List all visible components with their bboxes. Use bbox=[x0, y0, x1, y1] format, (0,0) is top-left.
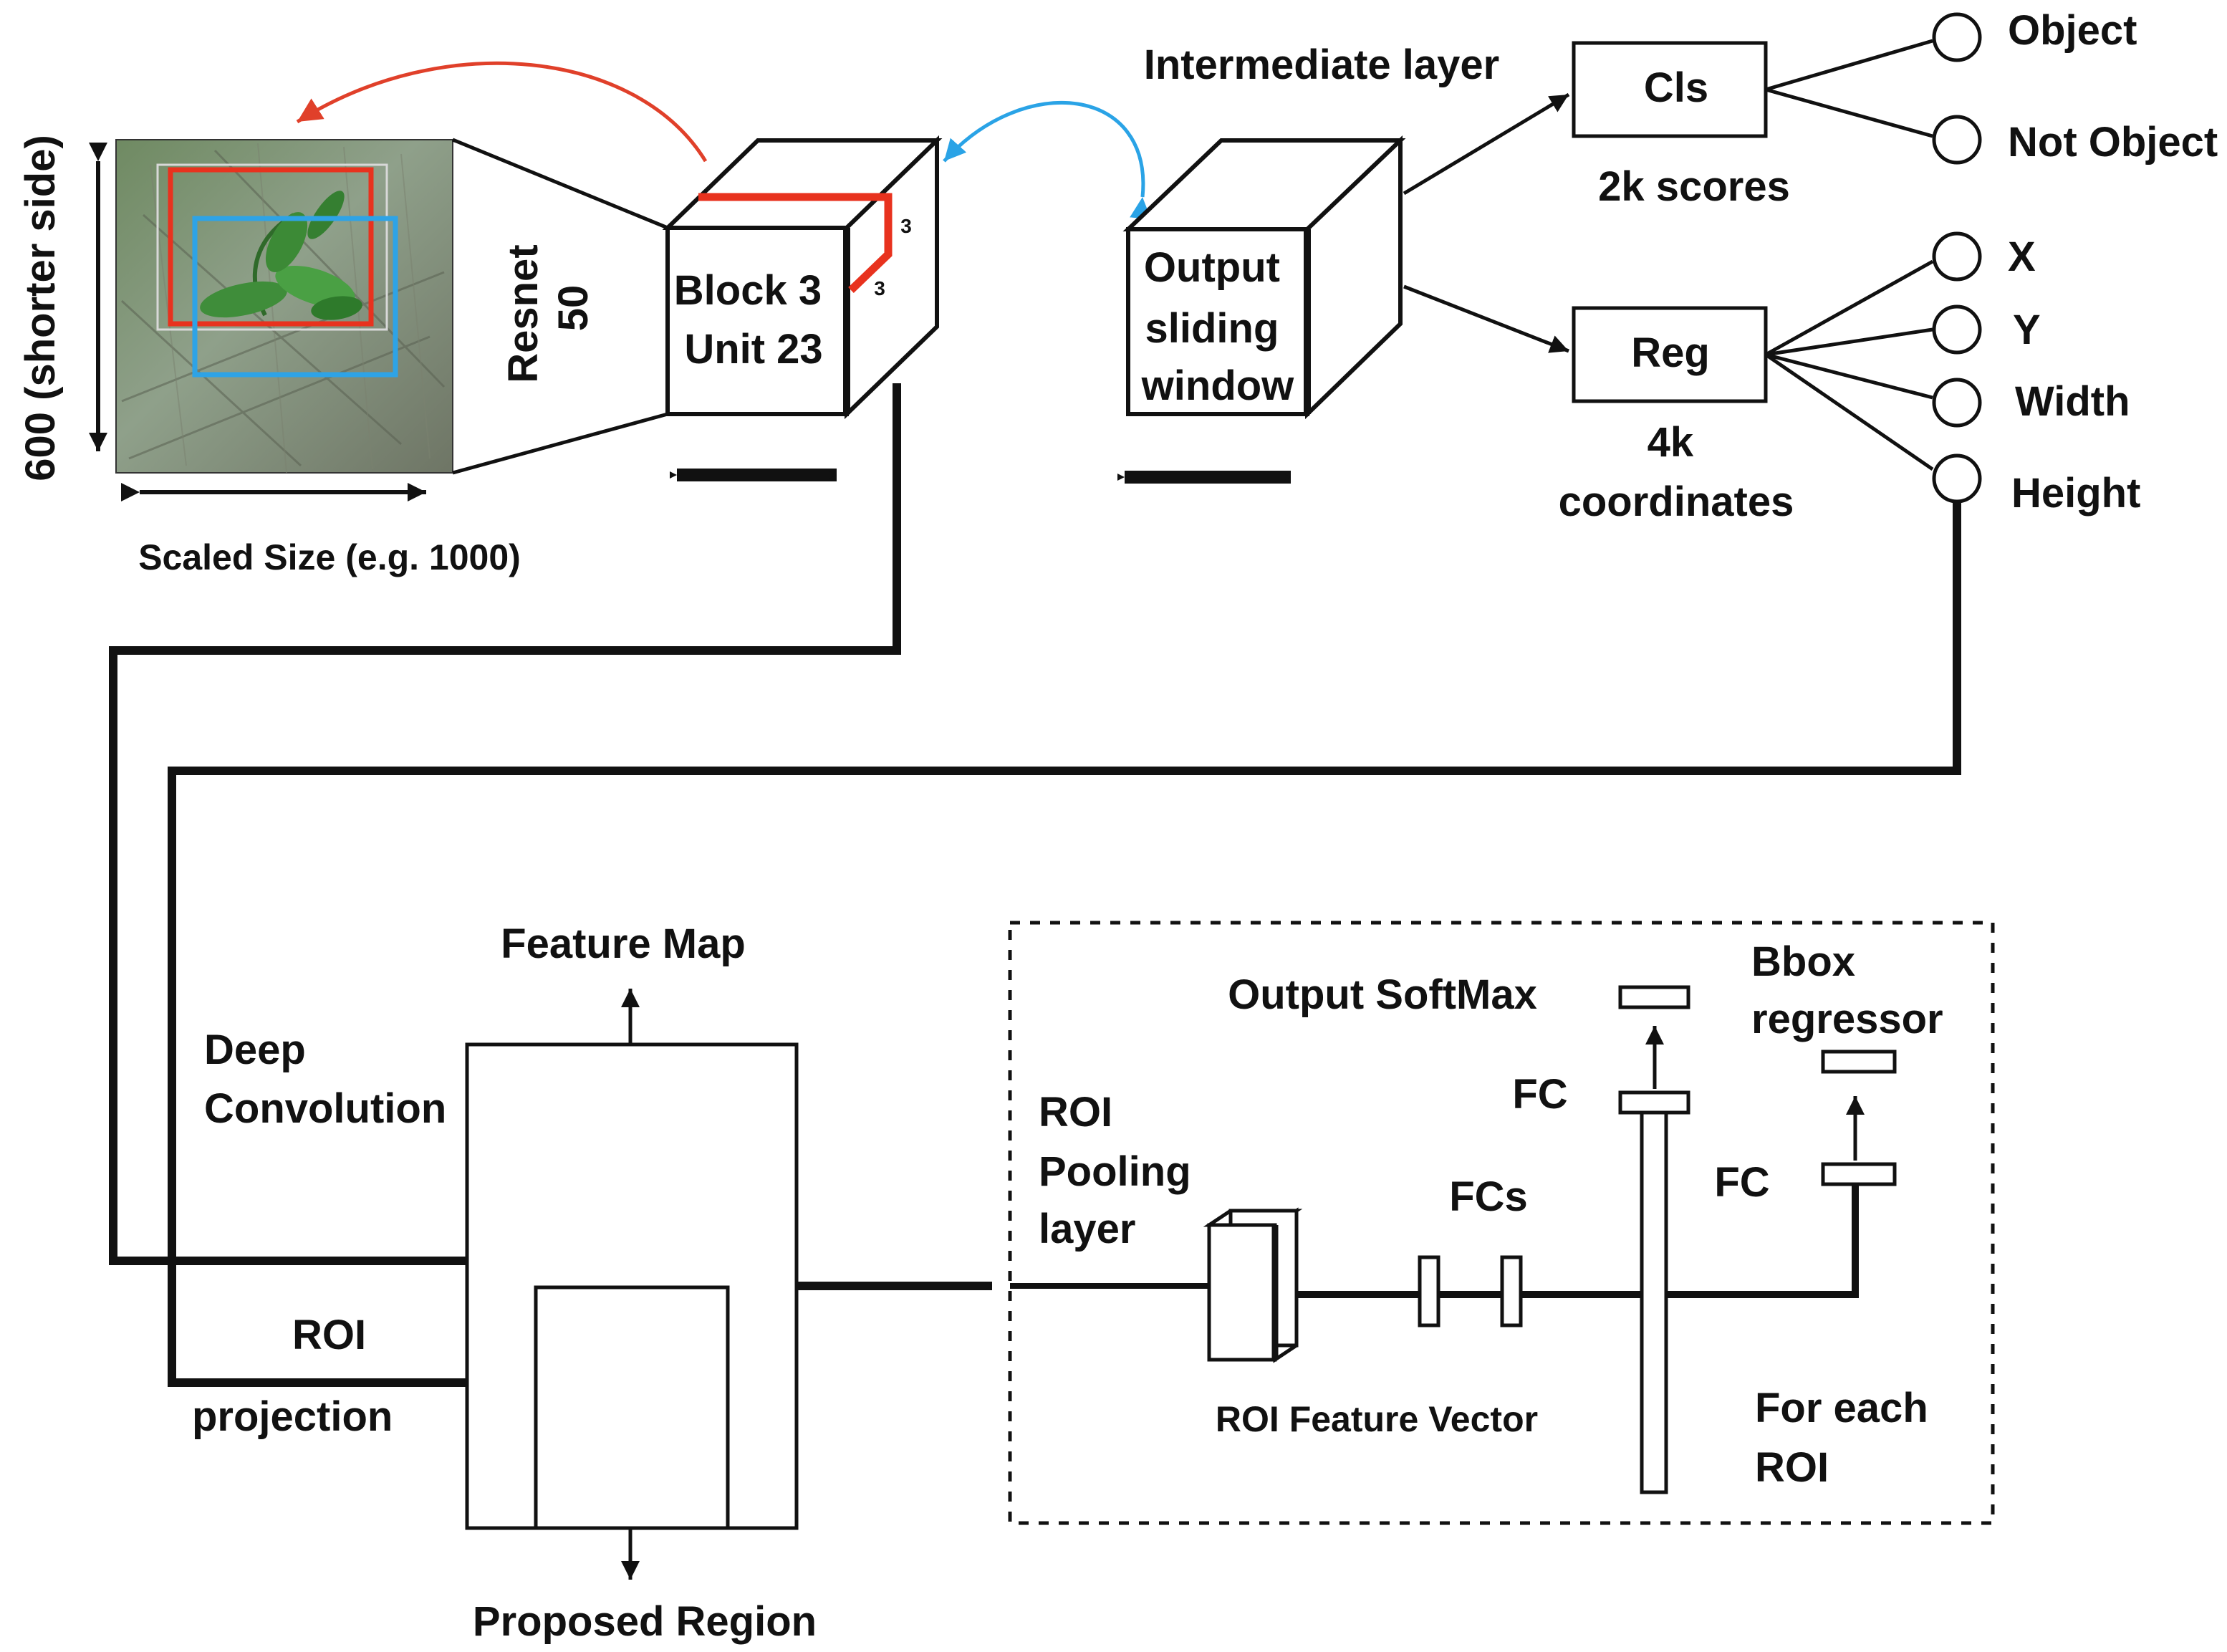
reg-coordinates-label: 4k coordinates bbox=[1559, 419, 1794, 525]
not-object-node bbox=[1932, 115, 1982, 165]
reg-box bbox=[1572, 306, 1768, 403]
x-node bbox=[1932, 231, 1982, 282]
head-trunk-line bbox=[1297, 1182, 1859, 1298]
plant-icon bbox=[200, 191, 362, 320]
output-window-label: Output sliding window bbox=[1141, 244, 1295, 409]
cube-dim-b: 3 bbox=[874, 277, 885, 299]
softmax-output bbox=[1618, 985, 1690, 1009]
resnet-trapezoid bbox=[452, 138, 668, 475]
red-roi-box bbox=[168, 167, 374, 327]
kernel-highlight bbox=[698, 193, 893, 293]
bbox-regressor-label: Bbox regressor bbox=[1751, 938, 1943, 1042]
blue-sliding-arc bbox=[943, 100, 1152, 220]
shorter-side-label: 600 (shorter side) bbox=[17, 135, 64, 481]
for-each-roi-label: For each ROI bbox=[1755, 1385, 1940, 1491]
arrow-to-cls bbox=[1403, 92, 1570, 196]
cube-dim-a: 3 bbox=[900, 215, 912, 237]
fast-rcnn-head-region bbox=[1008, 921, 1995, 1525]
fc-tall-bar bbox=[1640, 1110, 1668, 1494]
projection-label: projection bbox=[192, 1393, 393, 1440]
block3-cube: 3 3 Block 3 Unit 23 bbox=[662, 135, 943, 420]
fc-right-cap bbox=[1821, 1162, 1897, 1186]
roi-feature-vector-label: ROI Feature Vector bbox=[1216, 1399, 1538, 1439]
block-label: Block 3 Unit 23 bbox=[674, 267, 833, 373]
object-node bbox=[1932, 12, 1982, 62]
intermediate-layer-label: Intermediate layer bbox=[1144, 42, 1499, 88]
scaled-size-label: Scaled Size (e.g. 1000) bbox=[138, 537, 521, 577]
cls-label: Cls bbox=[1644, 64, 1708, 111]
fc-top-cap bbox=[1618, 1090, 1690, 1115]
feature-map-label: Feature Map bbox=[501, 921, 746, 967]
height-label: Height bbox=[2011, 470, 2140, 517]
roi-connector bbox=[168, 501, 1961, 1387]
fcs-label: FCs bbox=[1449, 1173, 1528, 1220]
arrow-to-reg bbox=[1403, 284, 1569, 353]
cls-scores-label: 2k scores bbox=[1598, 163, 1790, 210]
sliding-window-cube: Output sliding window bbox=[1122, 135, 1406, 420]
roi-feature-cube bbox=[1203, 1207, 1303, 1363]
width-node bbox=[1932, 378, 1982, 428]
red-feedback-arc bbox=[296, 61, 708, 163]
proposed-region-label: Proposed Region bbox=[473, 1598, 817, 1645]
blue-roi-box bbox=[192, 216, 398, 378]
roi-pooling-label: ROI Pooling layer bbox=[1039, 1089, 1203, 1252]
reg-label: Reg bbox=[1631, 330, 1710, 376]
fc-right-label: FC bbox=[1714, 1159, 1769, 1206]
width-label: Width bbox=[2015, 378, 2130, 425]
cls-box bbox=[1572, 41, 1768, 138]
deep-conv-label: Deep Convolution bbox=[204, 1027, 446, 1132]
y-node bbox=[1932, 304, 1982, 355]
roi-label: ROI bbox=[292, 1312, 366, 1358]
resnet-label: Resnet 50 bbox=[500, 233, 597, 383]
fc-top-label: FC bbox=[1512, 1071, 1567, 1118]
fcs-layer-2 bbox=[1500, 1255, 1523, 1327]
reg-output-lines bbox=[1764, 259, 1934, 471]
height-node bbox=[1932, 453, 1982, 504]
object-label: Object bbox=[2008, 7, 2137, 54]
cls-output-lines bbox=[1765, 39, 1933, 138]
bbox-output bbox=[1821, 1050, 1897, 1074]
output-softmax-label: Output SoftMax bbox=[1228, 971, 1537, 1018]
x-label: X bbox=[2008, 234, 2036, 280]
feature-connector bbox=[109, 383, 901, 1265]
input-image bbox=[115, 139, 453, 474]
fcs-layer-1 bbox=[1418, 1255, 1440, 1327]
y-label: Y bbox=[2013, 307, 2041, 353]
proposed-region-box bbox=[534, 1285, 730, 1530]
not-object-label: Not Object bbox=[2008, 119, 2218, 165]
